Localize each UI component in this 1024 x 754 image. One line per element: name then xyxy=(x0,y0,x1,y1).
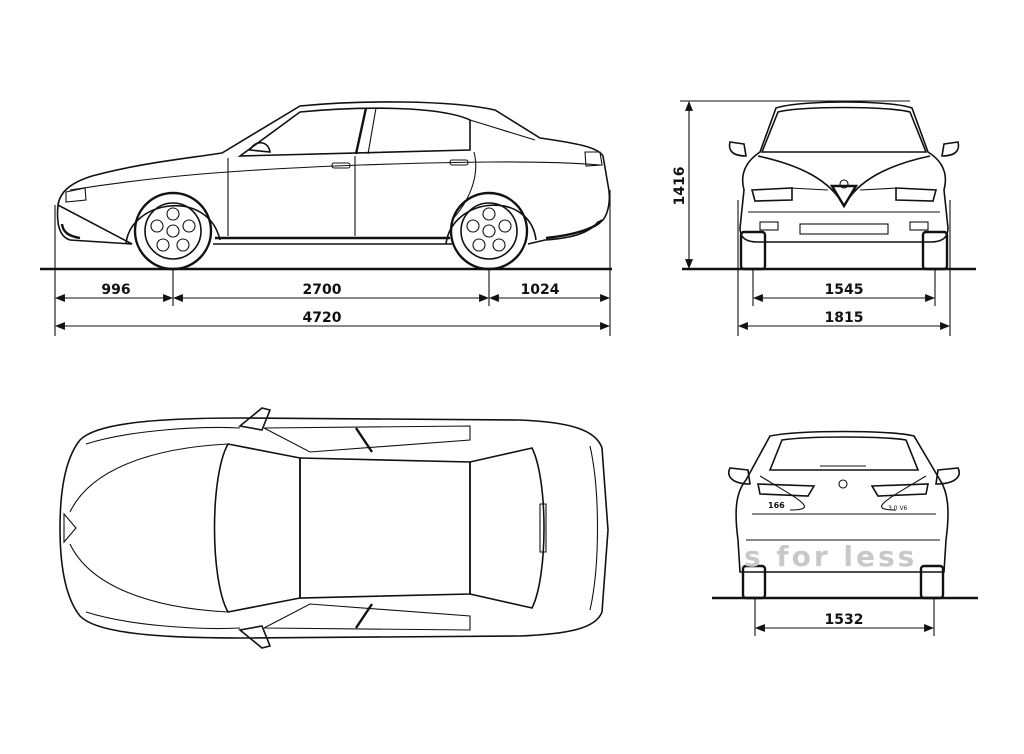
left-mirror xyxy=(728,141,747,157)
brand-badge-icon xyxy=(839,179,849,189)
rear-dimensions: 1532 xyxy=(755,612,934,632)
model-badge: 166 xyxy=(768,501,785,510)
rear-view: 166 3.0 V6 s for less xyxy=(712,430,978,636)
watermark: s for less xyxy=(744,540,917,573)
top-rear-window xyxy=(469,447,545,609)
top-roof xyxy=(299,457,471,599)
top-body-outline xyxy=(59,417,609,639)
overall-width-label: 1815 xyxy=(825,310,864,326)
right-headlight xyxy=(895,187,938,202)
side-view xyxy=(40,101,612,336)
rear-brand-badge-icon xyxy=(838,479,848,489)
height-label: 1416 xyxy=(672,167,688,206)
front-door-handle xyxy=(331,162,351,169)
right-taillight xyxy=(870,483,929,497)
side-b-pillar xyxy=(354,107,368,155)
rear-right-tyre xyxy=(919,564,945,600)
rear-wheel xyxy=(449,191,529,271)
front-wheel-arch xyxy=(125,205,221,245)
front-view xyxy=(680,100,976,336)
top-view xyxy=(59,407,609,649)
front-body-outline xyxy=(739,101,949,243)
rear-left-mirror xyxy=(728,467,751,485)
rear-door-handle xyxy=(449,159,469,166)
engine-badge: 3.0 V6 xyxy=(888,505,908,512)
front-grille xyxy=(829,184,859,209)
rear-left-tyre xyxy=(741,564,767,600)
side-dimensions: 996 2700 1024 4720 xyxy=(55,282,610,330)
rear-overhang-label: 1024 xyxy=(521,282,560,298)
top-badge-icon xyxy=(63,512,77,544)
front-right-tyre xyxy=(921,230,949,271)
top-left-mirror xyxy=(238,407,272,431)
rear-right-mirror xyxy=(935,467,960,485)
side-headlight xyxy=(65,187,87,203)
top-right-mirror xyxy=(238,625,272,649)
front-windscreen xyxy=(760,106,928,153)
rear-window xyxy=(768,436,920,471)
side-taillight xyxy=(584,151,603,167)
rear-track-label: 1532 xyxy=(825,612,864,628)
overall-length-label: 4720 xyxy=(303,310,342,326)
wheelbase-label: 2700 xyxy=(303,282,342,298)
left-headlight xyxy=(750,187,793,202)
front-overhang-label: 996 xyxy=(101,282,130,298)
left-taillight xyxy=(757,483,816,497)
front-left-tyre xyxy=(739,230,767,271)
front-dimensions: 1416 1545 1815 xyxy=(672,101,950,330)
side-window-frame xyxy=(237,107,471,157)
right-mirror xyxy=(941,141,960,157)
side-body-outline xyxy=(56,101,611,245)
front-wheel xyxy=(133,191,213,271)
front-track-label: 1545 xyxy=(825,282,864,298)
side-mirror xyxy=(248,141,271,153)
top-windscreen xyxy=(213,443,301,613)
rear-body-outline xyxy=(735,430,949,573)
